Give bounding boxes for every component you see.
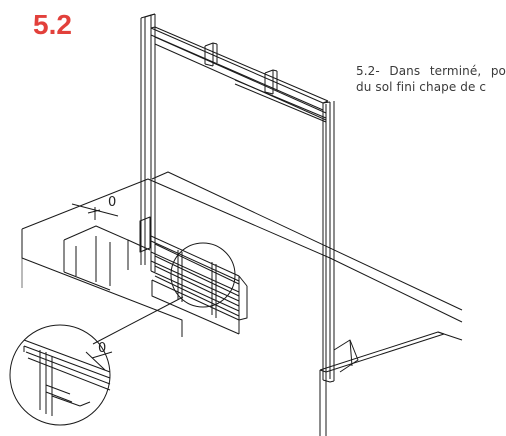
frame-left-post	[139, 13, 156, 272]
detail-leader-line	[92, 296, 184, 345]
step-number: 5.2	[33, 9, 72, 40]
frame-top-rail	[150, 26, 329, 123]
floor-recess	[63, 225, 151, 291]
frame-right-post	[322, 101, 335, 383]
installation-diagram	[9, 13, 463, 436]
zero-reference-floor	[71, 203, 119, 220]
frame-bottom-rail	[150, 235, 248, 335]
caption-block: 5.2- Dans terminé, po du sol fini chape …	[356, 63, 506, 143]
frame-support-bracket	[333, 339, 359, 373]
zero-label-detail: 0	[98, 341, 107, 356]
detail-zoom-view	[9, 324, 113, 426]
page: { "step": { "number": "5.2", "color": "#…	[9, 9, 506, 436]
caption-text: 5.2- Dans terminé, po du sol fini chape …	[356, 64, 506, 94]
zero-label-floor: 0	[108, 195, 117, 210]
detail-callout-circle	[170, 242, 236, 308]
floor-slab	[21, 171, 463, 337]
raised-floor-block	[319, 331, 463, 436]
